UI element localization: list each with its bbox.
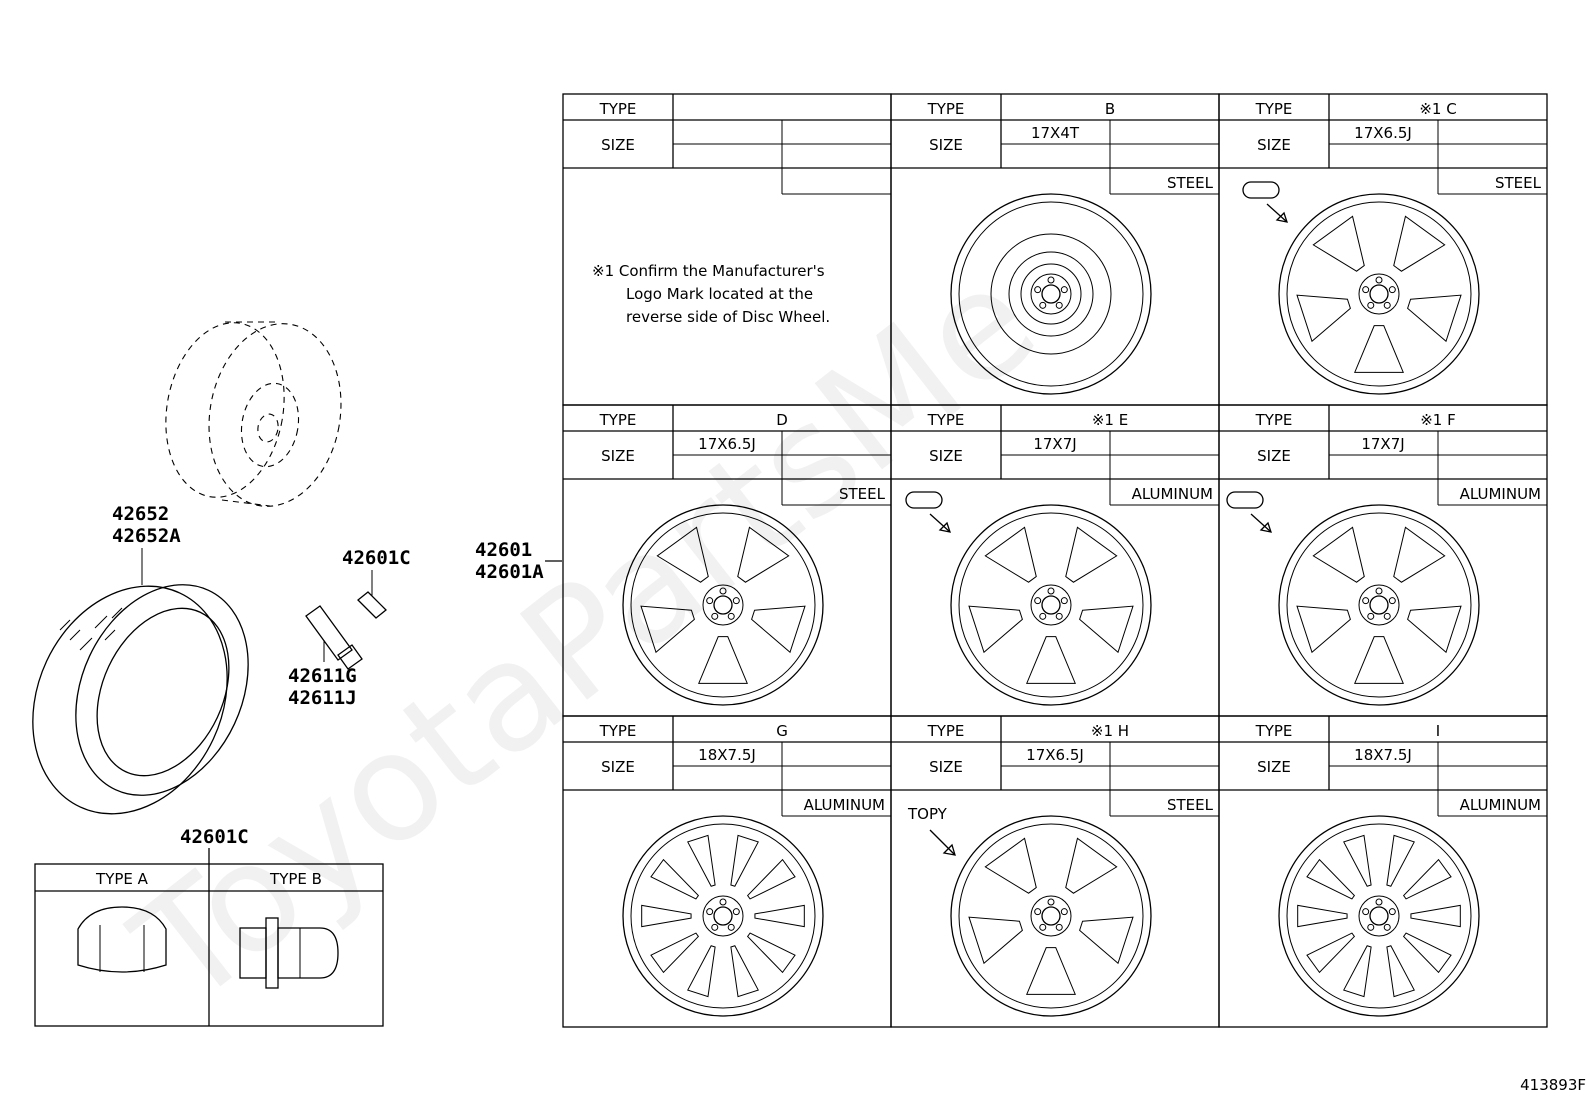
type-label-1: TYPE xyxy=(927,100,965,118)
valve-drawing xyxy=(305,605,363,670)
wheel-drawing-2 xyxy=(1278,193,1480,395)
spare-tire-drawing xyxy=(165,321,342,507)
wheel-material-7: STEEL xyxy=(1167,796,1214,814)
valve-part-number-2: 42611J xyxy=(288,687,357,709)
watermark: ToyotaPartsMe xyxy=(104,233,1067,1039)
wheel-material-1: STEEL xyxy=(1167,174,1214,192)
type-label-5: TYPE xyxy=(1255,411,1293,429)
wheel-material-5: ALUMINUM xyxy=(1460,485,1541,503)
type-label-4: TYPE xyxy=(927,411,965,429)
wheel-material-4: ALUMINUM xyxy=(1132,485,1213,503)
wheel-material-3: STEEL xyxy=(839,485,886,503)
note-line-3: reverse side of Disc Wheel. xyxy=(626,308,830,326)
type-label-2: TYPE xyxy=(1255,100,1293,118)
tire-drawing xyxy=(32,548,249,815)
wheel-cell-6 xyxy=(562,715,892,1028)
nut-small-drawing xyxy=(357,570,387,619)
size-label-5: SIZE xyxy=(1257,447,1291,465)
size-label-3: SIZE xyxy=(601,447,635,465)
wheel-material-8: ALUMINUM xyxy=(1460,796,1541,814)
note-line-1: ※1 Confirm the Manufacturer's xyxy=(592,262,825,280)
nut-type-a-label: TYPE A xyxy=(95,870,149,888)
wheel-type-3: D xyxy=(776,411,788,429)
wheel-type-2: ※1 C xyxy=(1419,100,1456,118)
tire-part-number-1: 42652 xyxy=(112,503,169,525)
wheel-size-4: 17X7J xyxy=(1033,435,1076,453)
wheel-drawing-7 xyxy=(950,815,1152,1017)
type-label-8: TYPE xyxy=(1255,722,1293,740)
wheel-cell-5 xyxy=(1218,404,1548,717)
type-label-3: TYPE xyxy=(599,411,637,429)
wheel-material-2: STEEL xyxy=(1495,174,1542,192)
size-label-0: SIZE xyxy=(601,136,635,154)
wheel-type-5: ※1 F xyxy=(1420,411,1456,429)
wheel-drawing-5 xyxy=(1278,504,1480,706)
type-label-0: TYPE xyxy=(599,100,637,118)
diagram-id: 413893F xyxy=(1520,1076,1586,1094)
tire-part-number-2: 42652A xyxy=(112,525,181,547)
wheel-drawing-4 xyxy=(950,504,1152,706)
wheel-size-6: 18X7.5J xyxy=(698,746,756,764)
wheel-drawing-6 xyxy=(622,815,824,1017)
wheel-part-number-1: 42601 xyxy=(475,539,532,561)
wheel-material-6: ALUMINUM xyxy=(804,796,885,814)
wheel-type-7: ※1 H xyxy=(1091,722,1129,740)
wheel-cell-8 xyxy=(1218,715,1548,1028)
wheel-size-2: 17X6.5J xyxy=(1354,124,1412,142)
size-label-1: SIZE xyxy=(929,136,963,154)
type-label-7: TYPE xyxy=(927,722,965,740)
wheel-size-8: 18X7.5J xyxy=(1354,746,1412,764)
wheel-drawing-8 xyxy=(1278,815,1480,1017)
size-label-8: SIZE xyxy=(1257,758,1291,776)
logo-mark-icon-2 xyxy=(1242,181,1288,223)
wheel-part-number-2: 42601A xyxy=(475,561,544,583)
wheel-size-7: 17X6.5J xyxy=(1026,746,1084,764)
valve-part-number-1: 42611G xyxy=(288,665,357,687)
nut-type-table xyxy=(34,863,384,1027)
wheel-size-1: 17X4T xyxy=(1031,124,1080,142)
size-label-2: SIZE xyxy=(1257,136,1291,154)
wheel-type-8: I xyxy=(1436,722,1440,740)
wheel-type-6: G xyxy=(776,722,788,740)
wheel-drawing-3 xyxy=(622,504,824,706)
wheel-drawing-1 xyxy=(950,193,1152,395)
nut-part-number-bottom: 42601C xyxy=(180,826,249,848)
nut-type-b-label: TYPE B xyxy=(269,870,322,888)
nut-type-a-drawing xyxy=(77,906,167,973)
logo-mark-icon-4 xyxy=(905,491,951,533)
size-label-7: SIZE xyxy=(929,758,963,776)
wheel-type-1: B xyxy=(1105,100,1115,118)
wheel-size-5: 17X7J xyxy=(1361,435,1404,453)
logo-mark-icon-5 xyxy=(1226,491,1272,533)
type-label-6: TYPE xyxy=(599,722,637,740)
topy-label: TOPY xyxy=(907,805,948,823)
size-label-4: SIZE xyxy=(929,447,963,465)
note-line-2: Logo Mark located at the xyxy=(626,285,813,303)
nut-part-number-top: 42601C xyxy=(342,547,411,569)
nut-type-b-drawing xyxy=(239,917,339,989)
size-label-6: SIZE xyxy=(601,758,635,776)
wheel-type-4: ※1 E xyxy=(1092,411,1128,429)
wheel-size-3: 17X6.5J xyxy=(698,435,756,453)
wheel-type-grid: TYPE SIZE TYPE SIZE B 17X4T STEEL TYPE SIZE ※1 C 1… xyxy=(562,93,1548,1028)
topy-arrow-icon xyxy=(929,829,956,856)
